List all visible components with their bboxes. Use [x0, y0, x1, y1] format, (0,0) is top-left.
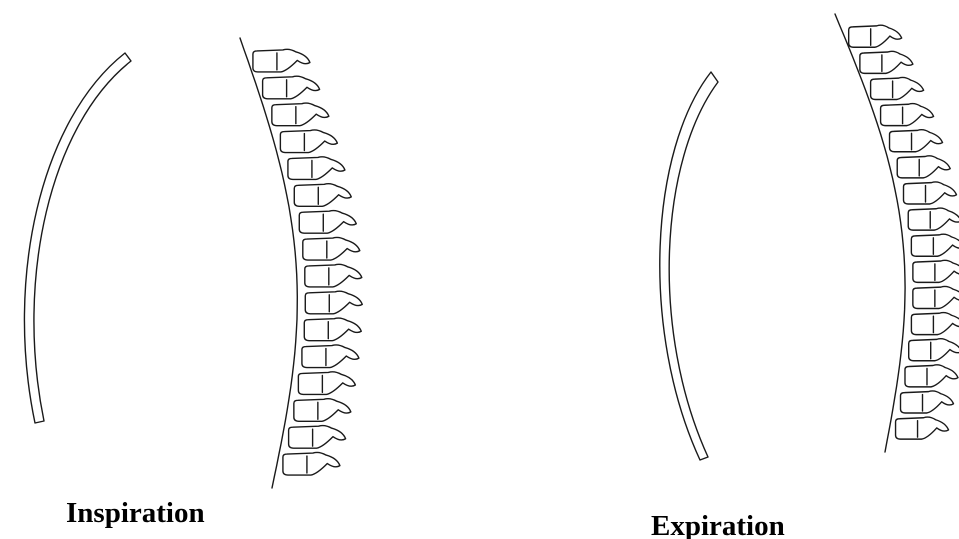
- vertebra: [272, 103, 329, 126]
- spine-anterior-line: [835, 14, 905, 452]
- vertebra: [871, 77, 924, 99]
- rib-inspiration: [24, 53, 131, 423]
- vertebra: [299, 211, 356, 234]
- vertebra: [253, 49, 310, 72]
- vertebra: [913, 260, 959, 282]
- vertebra: [294, 184, 351, 207]
- vertebra: [283, 452, 340, 475]
- vertebra: [890, 130, 943, 152]
- vertebra: [904, 182, 957, 204]
- vertebra: [294, 399, 351, 422]
- spine-anterior-line: [240, 38, 297, 488]
- spine-inspiration: [240, 38, 362, 488]
- vertebra: [305, 264, 362, 287]
- vertebra: [909, 339, 959, 361]
- vertebra: [881, 104, 934, 126]
- caption-expiration: Expiration: [651, 512, 785, 539]
- vertebra: [896, 417, 949, 439]
- vertebra: [908, 208, 959, 230]
- vertebra: [911, 234, 959, 256]
- vertebra: [913, 286, 959, 308]
- vertebra: [849, 25, 902, 47]
- vertebra: [263, 76, 320, 99]
- vertebra: [897, 156, 950, 178]
- vertebra: [289, 426, 346, 449]
- vertebra: [304, 318, 361, 341]
- vertebra: [911, 313, 959, 335]
- inspiration-panel: [24, 38, 362, 488]
- vertebra: [298, 372, 355, 395]
- vertebra: [860, 51, 913, 73]
- vertebra: [305, 291, 362, 314]
- vertebra: [303, 237, 360, 260]
- vertebra: [905, 365, 958, 387]
- vertebra: [288, 157, 345, 180]
- vertebra: [302, 345, 359, 368]
- vertebra: [280, 130, 337, 153]
- caption-inspiration: Inspiration: [66, 499, 205, 528]
- expiration-panel: [660, 14, 959, 460]
- rib-expiration: [660, 72, 718, 460]
- spine-expiration: [835, 14, 959, 452]
- vertebra: [901, 391, 954, 413]
